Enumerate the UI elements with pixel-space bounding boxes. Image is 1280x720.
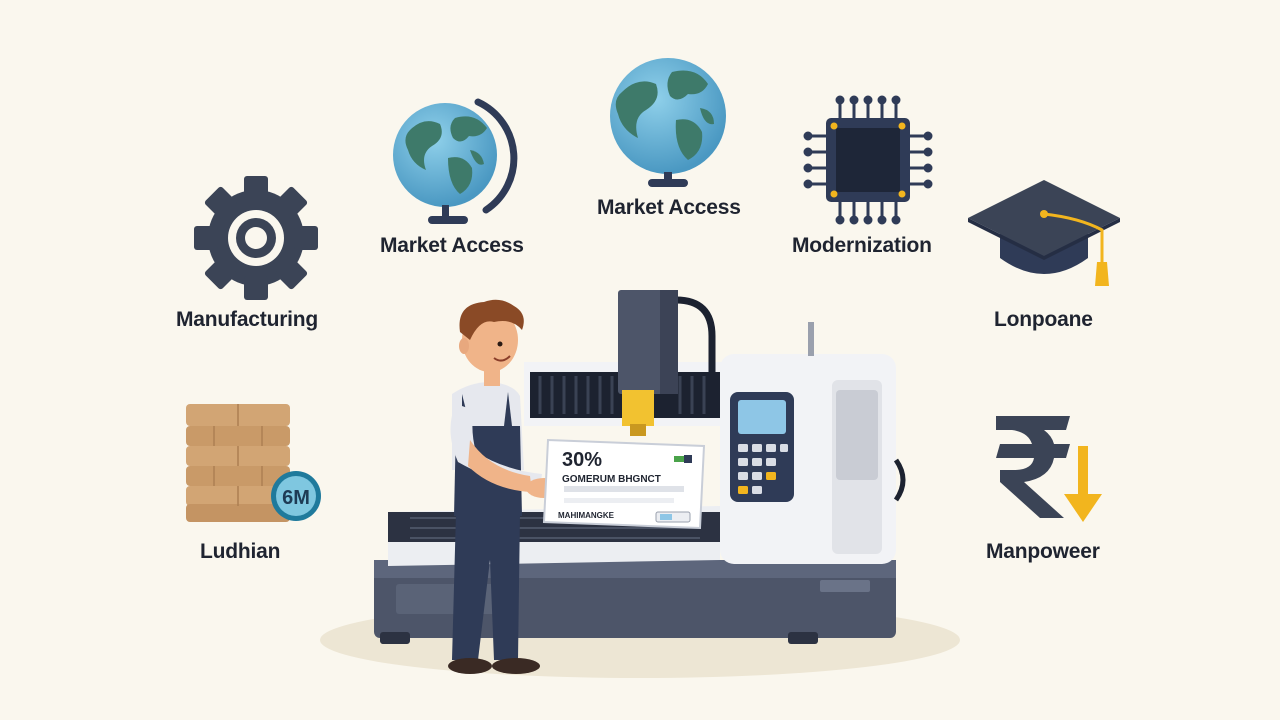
document: 30% GOMERUM BHGNCT MAHIMANGKE — [542, 438, 706, 530]
badge: 6M — [271, 471, 321, 521]
label-modernization: Modernization — [792, 234, 932, 257]
badge-text: 6M — [282, 487, 310, 509]
brick-stack-icon — [186, 404, 290, 522]
graduation-cap-icon — [968, 180, 1120, 286]
label-lonpoane: Lonpoane — [994, 308, 1093, 331]
rupee-down-icon — [996, 416, 1102, 522]
label-manufacturing: Manufacturing — [176, 308, 319, 331]
document-headline: 30% — [562, 449, 602, 471]
label-market-access-center: Market Access — [597, 196, 741, 219]
gear-icon — [194, 176, 318, 300]
globe-icon — [393, 98, 518, 224]
worker — [448, 299, 562, 674]
document-subline: GOMERUM BHGNCT — [562, 474, 661, 485]
globe-icon — [610, 58, 726, 187]
label-manpoweer: Manpoweer — [986, 540, 1100, 563]
label-market-access-left: Market Access — [380, 234, 524, 257]
cnc-machine — [374, 290, 906, 644]
label-ludhian: Ludhian — [200, 540, 281, 563]
chip-icon — [803, 95, 933, 225]
document-footer: MAHIMANGKE — [558, 511, 615, 520]
